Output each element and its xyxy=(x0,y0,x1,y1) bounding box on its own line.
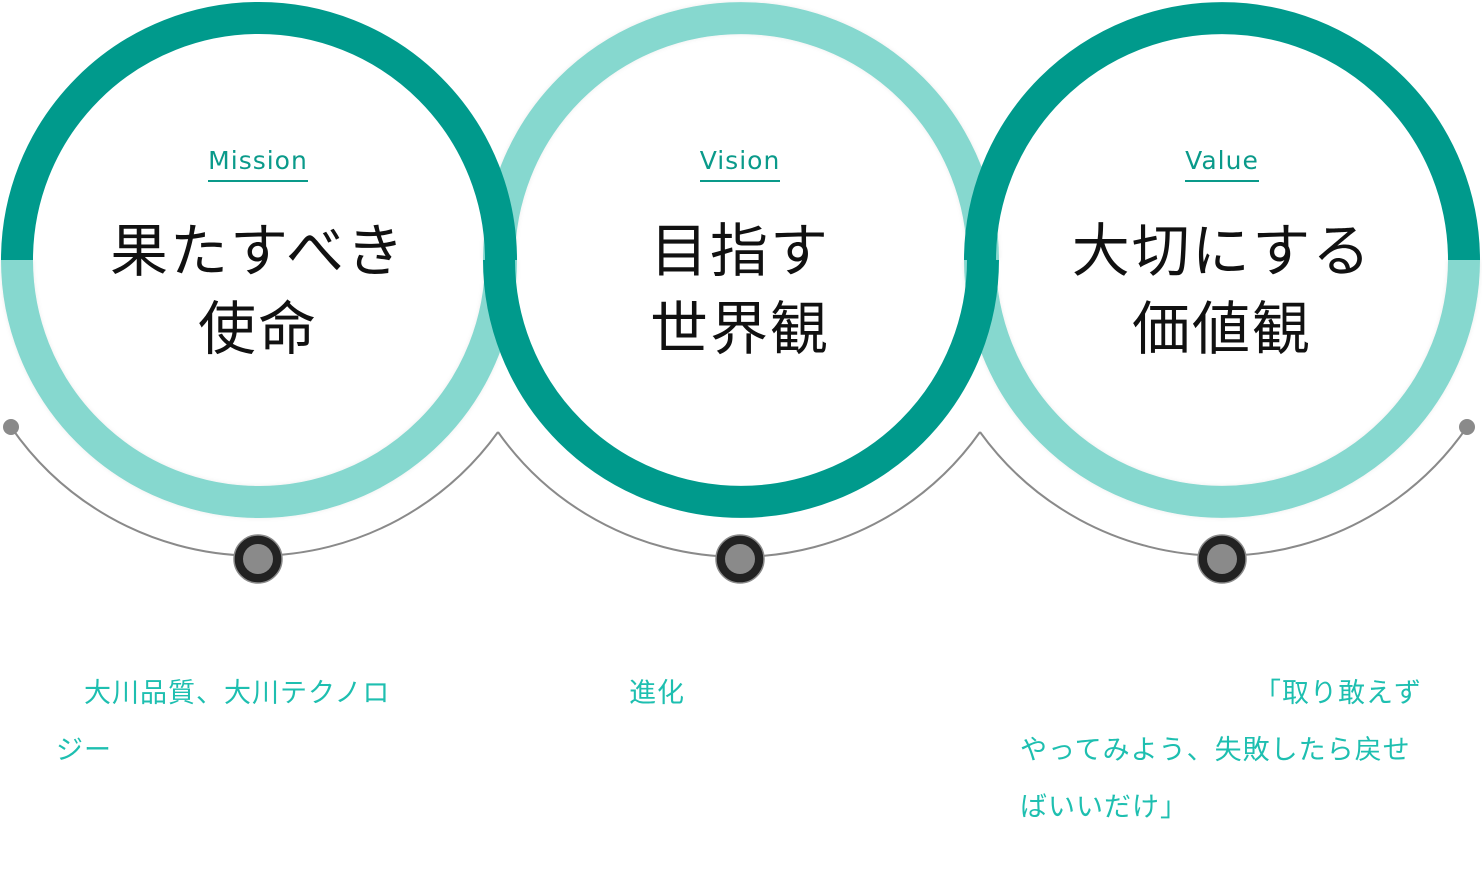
mission-ring-bottom xyxy=(1,259,517,518)
value-description: 「取り敢えず やってみよう、失敗したら戻せ ばいいだけ」 xyxy=(1020,665,1422,836)
light-ring-halves xyxy=(1,2,1480,518)
value-eyebrow: Value xyxy=(1185,146,1259,182)
nodes xyxy=(233,534,1247,584)
mission-description: 大川品質、大川テクノロ ジー xyxy=(56,665,456,779)
vision-title-line1: 目指す xyxy=(649,217,830,285)
vision-description: 進化 xyxy=(629,665,929,722)
vision-title: 目指す 世界観 xyxy=(540,212,940,368)
endpoint-dot-left xyxy=(3,419,19,435)
value-title: 大切にする 価値観 xyxy=(1022,212,1422,368)
dark-ring-halves xyxy=(1,2,1480,518)
value-title-line2: 価値観 xyxy=(1131,295,1312,363)
mission-title: 果たすべき 使命 xyxy=(58,212,458,368)
vision-eyebrow: Vision xyxy=(699,146,781,182)
mission-title-line1: 果たすべき xyxy=(110,217,406,285)
vision-ring-top xyxy=(483,2,999,261)
value-description-line3: ばいいだけ」 xyxy=(1020,792,1188,823)
vision-description-line1: 進化 xyxy=(629,678,685,709)
mission-eyebrow: Mission xyxy=(208,146,308,182)
mission-title-line2: 使命 xyxy=(197,295,318,363)
vision-circle-label: Vision 目指す 世界観 xyxy=(540,146,940,368)
node-mission[interactable] xyxy=(233,534,283,584)
endpoint-dot-right xyxy=(1459,419,1475,435)
value-description-line2: やってみよう、失敗したら戻せ xyxy=(1020,735,1411,766)
node-value[interactable] xyxy=(1197,534,1247,584)
mission-description-line2: ジー xyxy=(56,735,112,766)
value-title-line1: 大切にする xyxy=(1071,217,1373,285)
value-circle-label: Value 大切にする 価値観 xyxy=(1022,146,1422,368)
value-ring-top xyxy=(964,2,1480,261)
vision-title-line2: 世界観 xyxy=(649,295,830,363)
mission-description-line1: 大川品質、大川テクノロ xyxy=(56,678,391,709)
value-description-line1: 「取り敢えず xyxy=(1254,678,1422,709)
mission-circle-label: Mission 果たすべき 使命 xyxy=(58,146,458,368)
value-ring-bottom xyxy=(964,259,1480,518)
mission-ring-top xyxy=(1,2,517,261)
node-vision[interactable] xyxy=(715,534,765,584)
vision-ring-bottom xyxy=(483,259,999,518)
